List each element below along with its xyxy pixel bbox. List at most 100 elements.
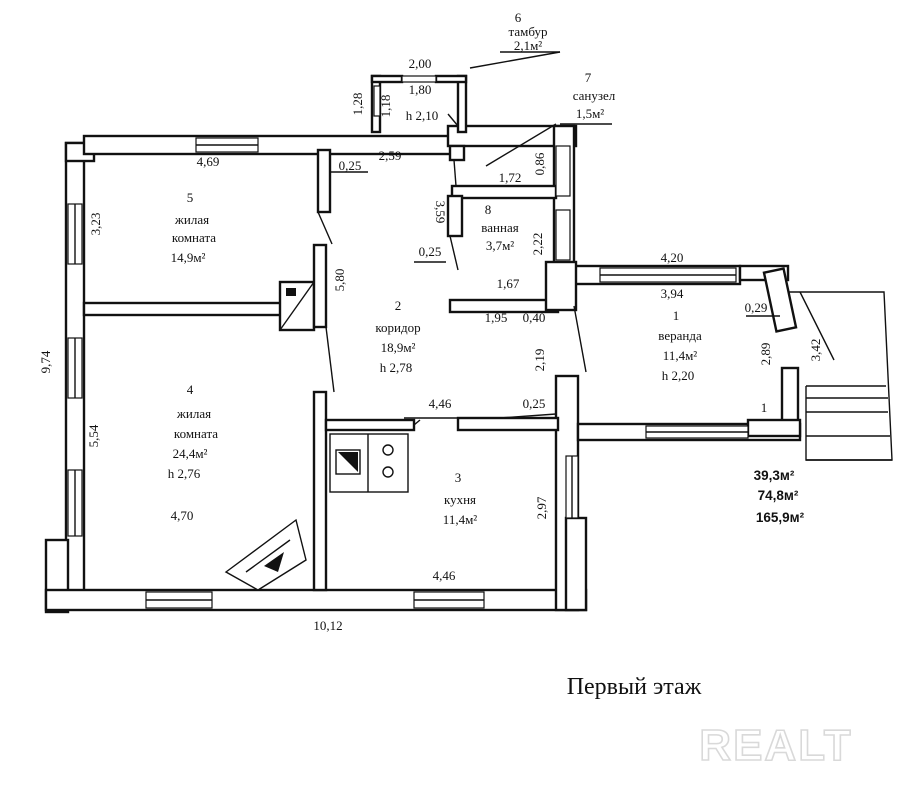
- bath-corner: [544, 260, 578, 312]
- stairs: [788, 291, 893, 461]
- dim-9-74: 9,74: [38, 350, 53, 373]
- window-tambur-left: [373, 85, 381, 117]
- door-room5: [317, 211, 333, 245]
- room4-num: 4: [187, 382, 194, 397]
- room1-height: h 2,20: [662, 368, 695, 383]
- dim-0-25-a: 0,25: [339, 158, 362, 173]
- veranda-right-slant: [762, 267, 798, 333]
- leaders: [330, 51, 780, 419]
- room7-num: 7: [585, 70, 592, 85]
- room4-area: 24,4м²: [173, 446, 208, 461]
- dim-1-28: 1,28: [350, 93, 365, 116]
- door-room4: [325, 326, 335, 393]
- dim-3-59: 3,59: [433, 201, 448, 224]
- kitchen-top-wall-right: [456, 416, 560, 432]
- dim-2-19: 2,19: [532, 349, 547, 372]
- dim-1-18: 1,18: [378, 95, 393, 118]
- toilet-left-stub: [448, 144, 466, 162]
- dim-1-72: 1,72: [499, 170, 522, 185]
- dim-2-22: 2,22: [530, 233, 545, 256]
- dim-3-23: 3,23: [88, 213, 103, 236]
- dim-1: 1: [761, 400, 768, 415]
- right-wall-bottom: [564, 516, 588, 612]
- room4-name-l1: жилая: [176, 406, 211, 421]
- kitchen-top-wall-left: [324, 418, 416, 432]
- floor-title: Первый этаж: [567, 674, 702, 700]
- dim-2-89: 2,89: [758, 343, 773, 366]
- room6-num-real: 6: [515, 10, 522, 25]
- partition-kitchen-left: [312, 390, 328, 592]
- door-tambur: [447, 113, 459, 127]
- tambur-right-wall: [456, 74, 468, 134]
- dim-0-25-b: 0,25: [419, 244, 442, 259]
- door-kitchen: [413, 419, 421, 426]
- dim-3-94: 3,94: [661, 286, 684, 301]
- room5-name-l1: жилая: [174, 212, 209, 227]
- room7-area: 1,5м²: [576, 106, 604, 121]
- door-bath: [449, 235, 459, 271]
- dim-0-25-c: 0,25: [523, 396, 546, 411]
- room3-name: кухня: [444, 492, 476, 507]
- room6-area: 2,1м²: [514, 38, 542, 53]
- room8-name: ванная: [481, 220, 518, 235]
- dim-1-95: 1,95: [485, 310, 508, 325]
- dim-2-97: 2,97: [534, 496, 549, 519]
- veranda-bottom-right: [746, 418, 802, 438]
- dim-1-67: 1,67: [497, 276, 520, 291]
- door-veranda: [573, 305, 587, 373]
- dim-0-40: 0,40: [523, 310, 546, 325]
- walls: [44, 74, 802, 614]
- room8-area: 3,7м²: [486, 238, 514, 253]
- dim-5-80: 5,80: [332, 269, 347, 292]
- kitchen-stove: [329, 433, 409, 493]
- partition-corridor-top: [316, 148, 332, 214]
- room4-name-l2: комната: [174, 426, 218, 441]
- dim-4-20: 4,20: [661, 250, 684, 265]
- dim-3-42: 3,42: [808, 339, 823, 362]
- room6-name: тамбур: [509, 24, 548, 39]
- room4-height: h 2,76: [168, 466, 201, 481]
- total-area-3: 165,9м²: [756, 510, 805, 525]
- dim-0-29: 0,29: [745, 300, 768, 315]
- bottom-wall: [44, 588, 588, 612]
- dim-2-00: 2,00: [409, 56, 432, 71]
- dim-4-70: 4,70: [171, 508, 194, 523]
- dim-2-59: 2,59: [379, 148, 402, 163]
- room5-name-l2: комната: [172, 230, 216, 245]
- partition-corridor-mid: [312, 243, 328, 329]
- total-area-1: 39,3м²: [754, 468, 795, 483]
- room2-name: коридор: [375, 320, 420, 335]
- dim-1-80: 1,80: [409, 82, 432, 97]
- room8-num: 8: [485, 202, 492, 217]
- door-toilet: [453, 159, 457, 187]
- tambur-top-left: [370, 74, 404, 84]
- dim-4-69: 4,69: [197, 154, 220, 169]
- window-tambur: [401, 75, 437, 83]
- room7-name: санузел: [573, 88, 616, 103]
- room1-area: 11,4м²: [663, 348, 697, 363]
- room5-area: 14,9м²: [171, 250, 206, 265]
- room2-area: 18,9м²: [381, 340, 416, 355]
- dim-h-2-10: h 2,10: [406, 108, 439, 123]
- fireplace: [224, 518, 307, 591]
- room1-num: 1: [673, 308, 680, 323]
- room5-num: 5: [187, 190, 194, 205]
- dimensions: 2,00 1,80 1,28 1,18 h 2,10 2,59 4,69 0,2…: [38, 56, 823, 633]
- stove-outline: [329, 433, 409, 493]
- doors: [317, 113, 587, 426]
- dim-4-46-b: 4,46: [433, 568, 456, 583]
- room2-num: 2: [395, 298, 402, 313]
- tambur-top-right: [434, 74, 468, 84]
- toilet-bottom-wall: [450, 184, 558, 200]
- dim-4-46-a: 4,46: [429, 396, 452, 411]
- room2-height: h 2,78: [380, 360, 413, 375]
- dim-5-54: 5,54: [86, 424, 101, 447]
- dim-10-12: 10,12: [313, 618, 342, 633]
- room3-num: 3: [455, 470, 462, 485]
- partition-5-4: [82, 301, 286, 317]
- watermark-logo: REALT: [699, 721, 852, 770]
- room3-area: 11,4м²: [443, 512, 477, 527]
- window-right-toilet: [555, 145, 571, 197]
- bath-left-wall: [446, 194, 464, 238]
